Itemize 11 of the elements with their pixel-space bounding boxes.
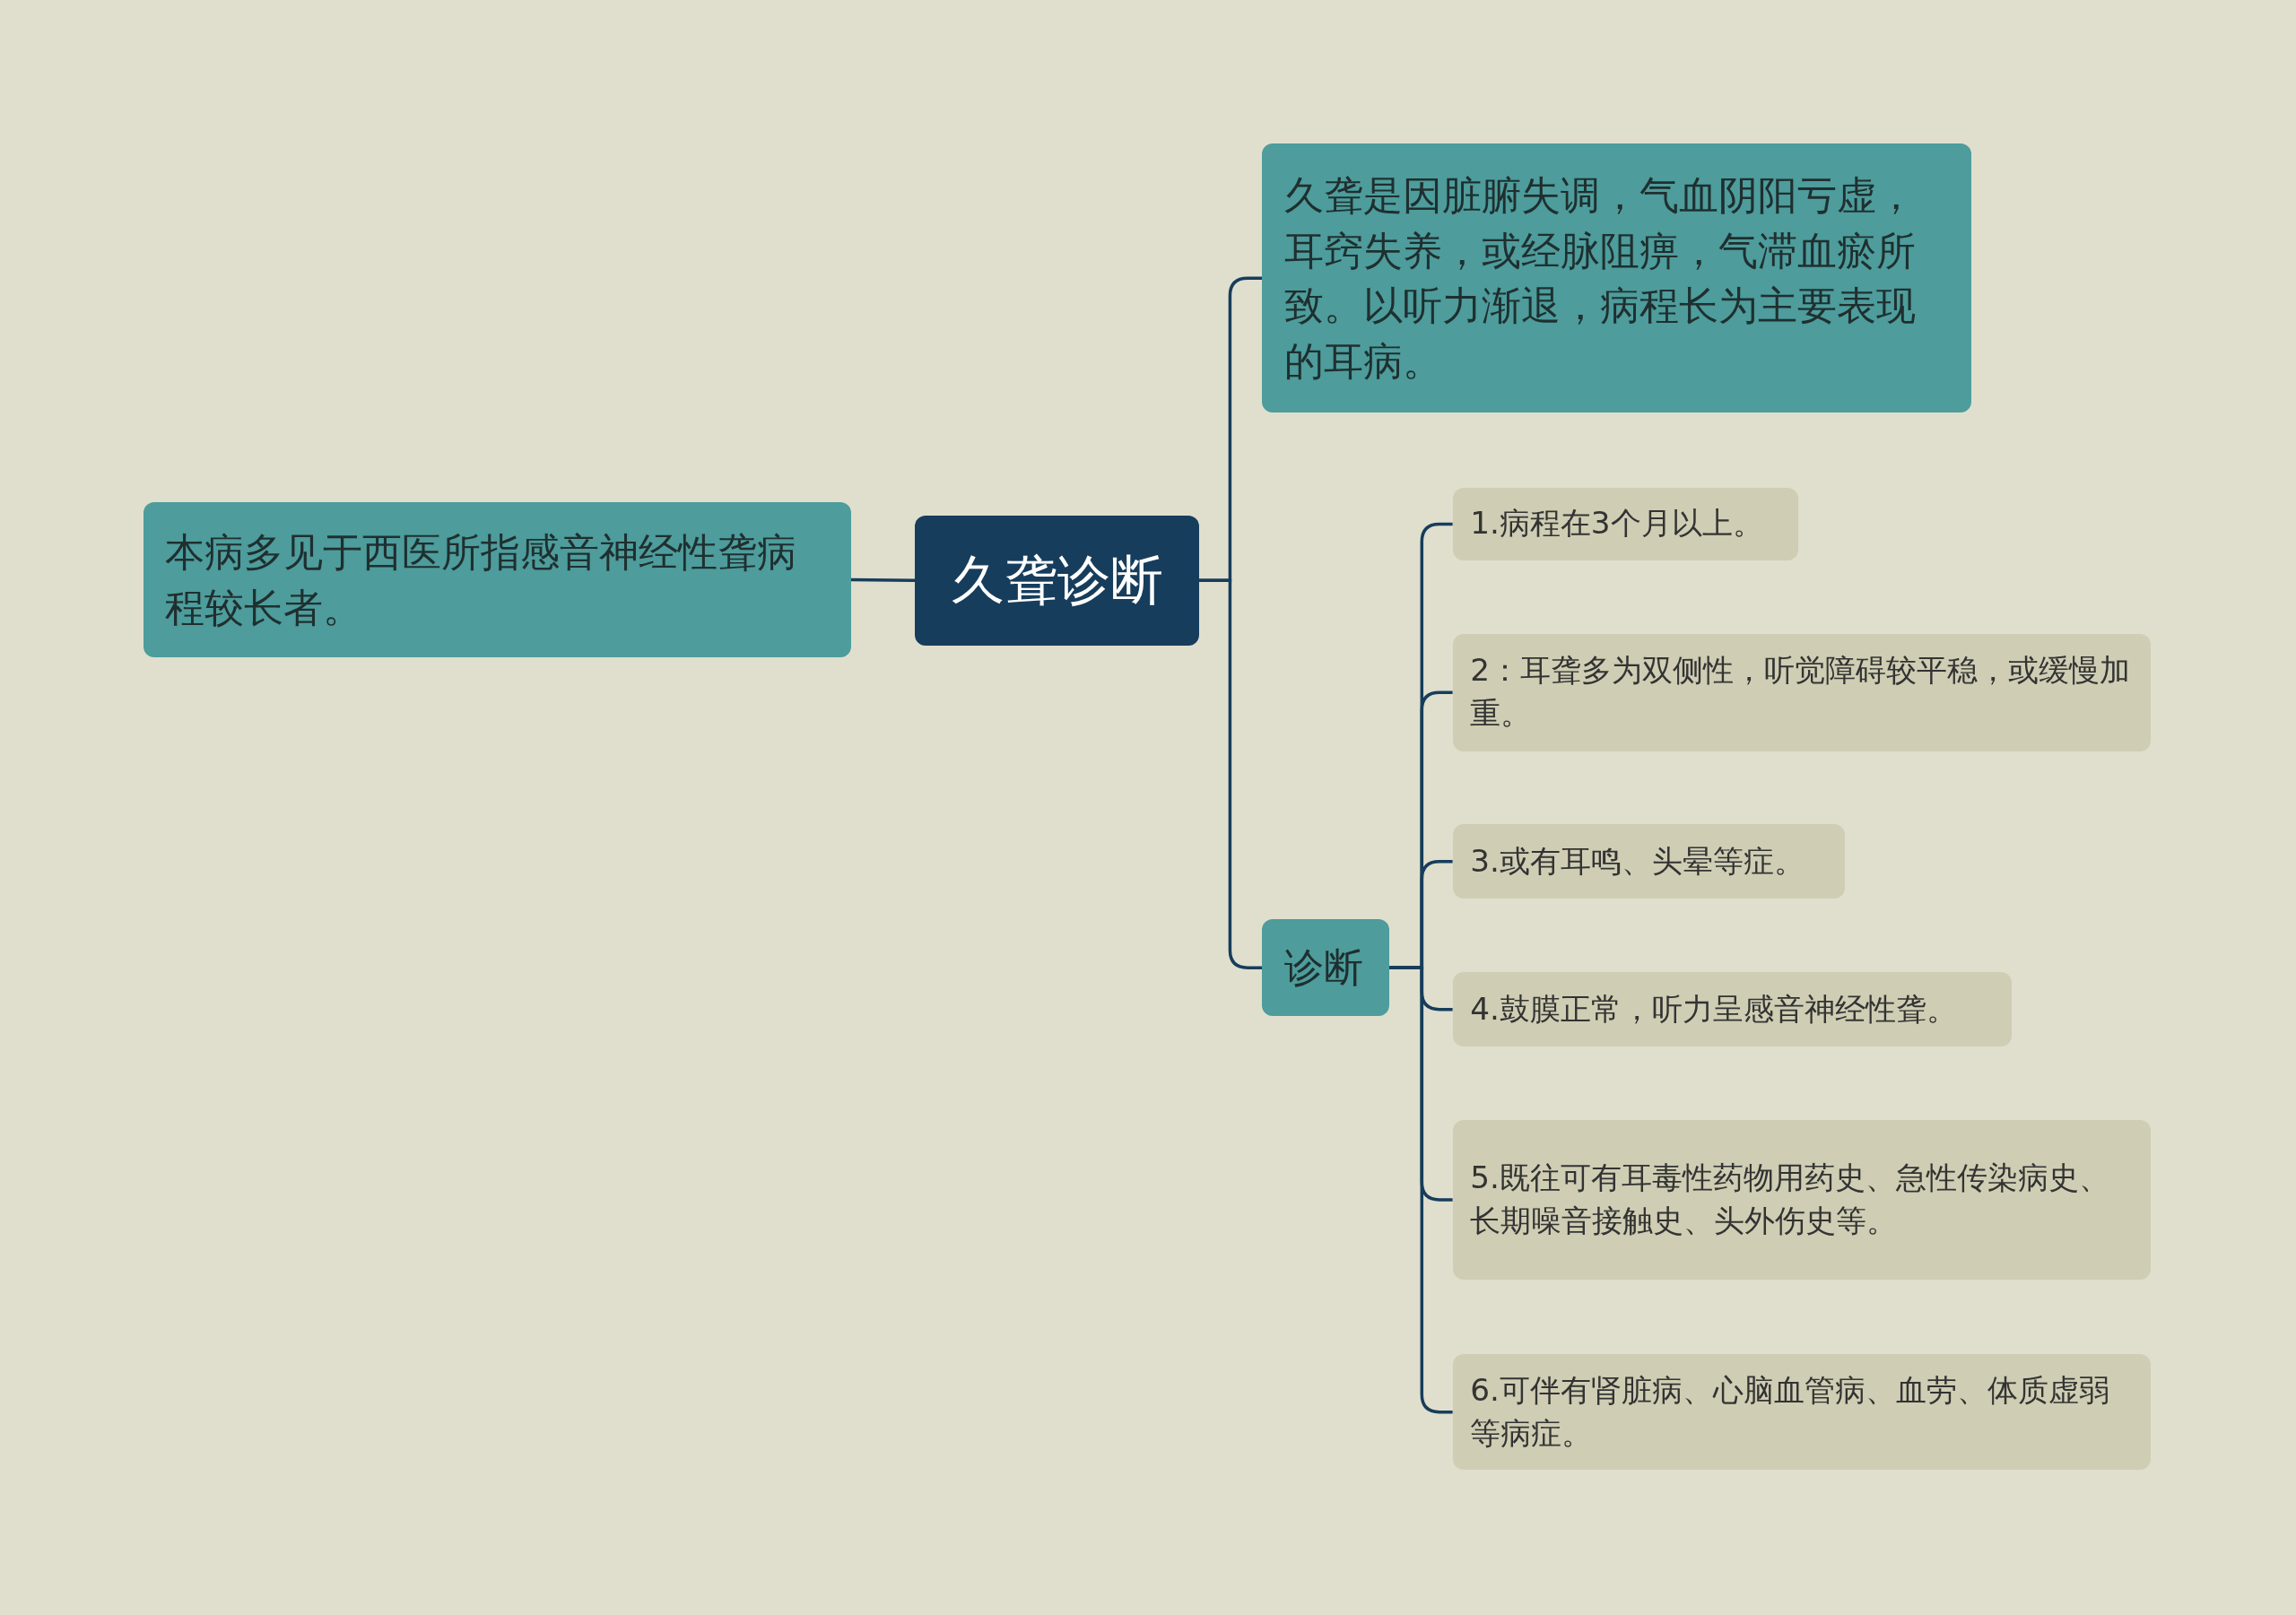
subtopic-box: 3.或有耳鸣、头晕等症。 bbox=[1452, 824, 1846, 899]
topic-box: 本病多见于西医所指感音神经性聋病程较长者。 bbox=[144, 502, 851, 658]
subtopic-box: 2：耳聋多为双侧性，听觉障碍较平稳，或缓慢加重。 bbox=[1452, 633, 2152, 751]
subtopic-box: 6.可伴有肾脏病、心脑血管病、血劳、体质虚弱等病症。 bbox=[1452, 1354, 2152, 1471]
subtopic-box: 5.既往可有耳毒性药物用药史、急性传染病史、长期噪音接触史、头外伤史等。 bbox=[1452, 1119, 2152, 1280]
topic-box: 久聋是因脏腑失调，气血阴阳亏虚，耳窍失养，或经脉阻痹，气滞血瘀所致。以听力渐退，病程长为主要表现的耳病。 bbox=[1262, 143, 1971, 413]
subtopic-box: 1.病程在3个月以上。 bbox=[1452, 487, 1798, 561]
topic-box: 诊断 bbox=[1262, 919, 1390, 1017]
central-topic-box: 久聋诊断 bbox=[915, 515, 1200, 646]
connector-line bbox=[850, 577, 916, 583]
subtopic-box: 4.鼓膜正常，听力呈感音神经性聋。 bbox=[1452, 972, 2013, 1047]
